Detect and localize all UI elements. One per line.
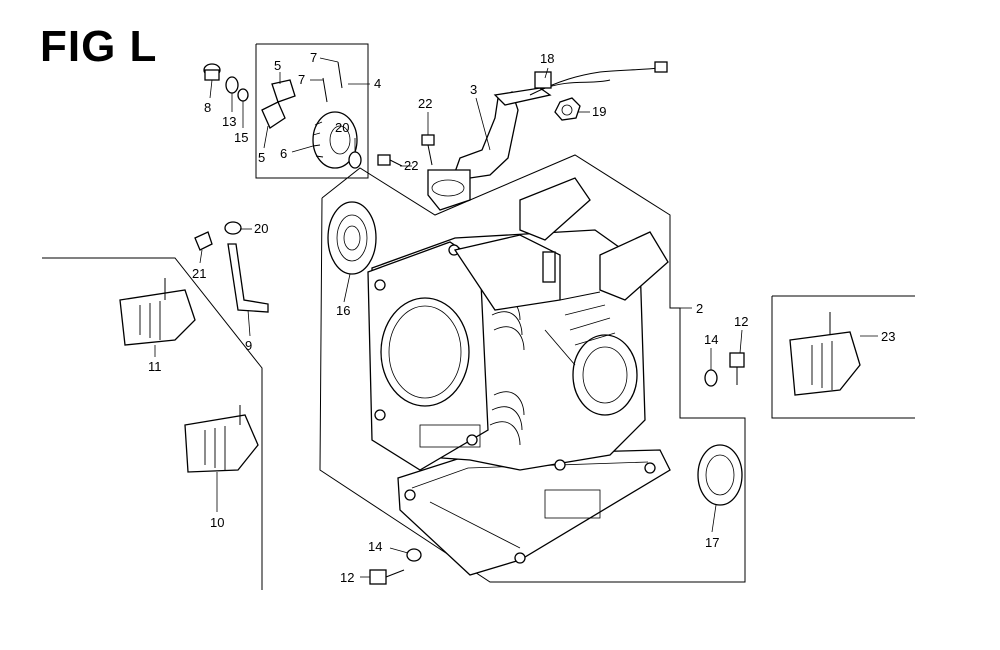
callout-4: 4 — [374, 76, 381, 91]
callout-22-mid: 22 — [404, 158, 418, 173]
callout-16: 16 — [336, 303, 350, 318]
washer-20-upper — [348, 151, 362, 169]
callout-17: 17 — [705, 535, 719, 550]
washer-13 — [225, 76, 239, 94]
pins-7 — [322, 61, 343, 103]
bolt-22-lower — [377, 154, 403, 167]
callout-7-top: 7 — [310, 50, 317, 65]
governor-gear-6 — [312, 111, 358, 169]
callout-5-bottom: 5 — [258, 150, 265, 165]
right-mount-group-outline — [771, 295, 915, 419]
leader-lines — [154, 57, 878, 578]
callout-14-bottom: 14 — [368, 539, 382, 554]
washer-15 — [237, 88, 249, 102]
bolt-12-right — [729, 352, 745, 385]
callout-2: 2 — [696, 301, 703, 316]
callout-14-right: 14 — [704, 332, 718, 347]
figure-title: FIG L — [40, 22, 158, 71]
breather-tube-3 — [427, 87, 552, 211]
crankcase-part — [367, 177, 671, 576]
callout-11: 11 — [148, 359, 162, 374]
bolt-22-upper — [421, 134, 435, 166]
callout-7-mid: 7 — [298, 72, 305, 87]
plug-8 — [203, 63, 221, 81]
callout-18: 18 — [540, 51, 554, 66]
callout-12-bottom: 12 — [340, 570, 354, 585]
callout-15: 15 — [234, 130, 248, 145]
governor-group-outline — [255, 43, 369, 179]
callout-22-top: 22 — [418, 96, 432, 111]
callout-21: 21 — [192, 266, 206, 281]
washer-20-lower — [224, 221, 242, 235]
oil-sensor-wire-18 — [529, 61, 668, 96]
callout-10: 10 — [210, 515, 224, 530]
callout-19: 19 — [592, 104, 606, 119]
engine-mount-11 — [119, 278, 196, 346]
engine-mount-23 — [789, 312, 861, 396]
callout-20-top: 20 — [335, 120, 349, 135]
callout-3: 3 — [470, 82, 477, 97]
callout-13: 13 — [222, 114, 236, 129]
washer-14-bottom — [406, 548, 422, 562]
engine-mount-10 — [184, 405, 259, 473]
callout-23: 23 — [881, 329, 895, 344]
callout-12-right: 12 — [734, 314, 748, 329]
callout-5-top: 5 — [274, 58, 281, 73]
nut-19 — [554, 97, 581, 121]
oil-seal-16 — [327, 201, 377, 275]
callout-20-lower: 20 — [254, 221, 268, 236]
callout-9: 9 — [245, 338, 252, 353]
governor-arm-9 — [227, 243, 269, 313]
callout-6: 6 — [280, 146, 287, 161]
left-mount-group-outline — [42, 257, 263, 590]
callout-8: 8 — [204, 100, 211, 115]
oil-seal-17 — [697, 444, 743, 506]
governor-holder-5 — [261, 79, 296, 129]
bolt-12-bottom — [369, 569, 405, 585]
washer-14-right — [704, 369, 718, 387]
callout-labels: 8 13 15 5 5 6 7 7 4 20 22 22 3 18 19 20 … — [148, 50, 895, 585]
clip-21 — [194, 231, 213, 251]
